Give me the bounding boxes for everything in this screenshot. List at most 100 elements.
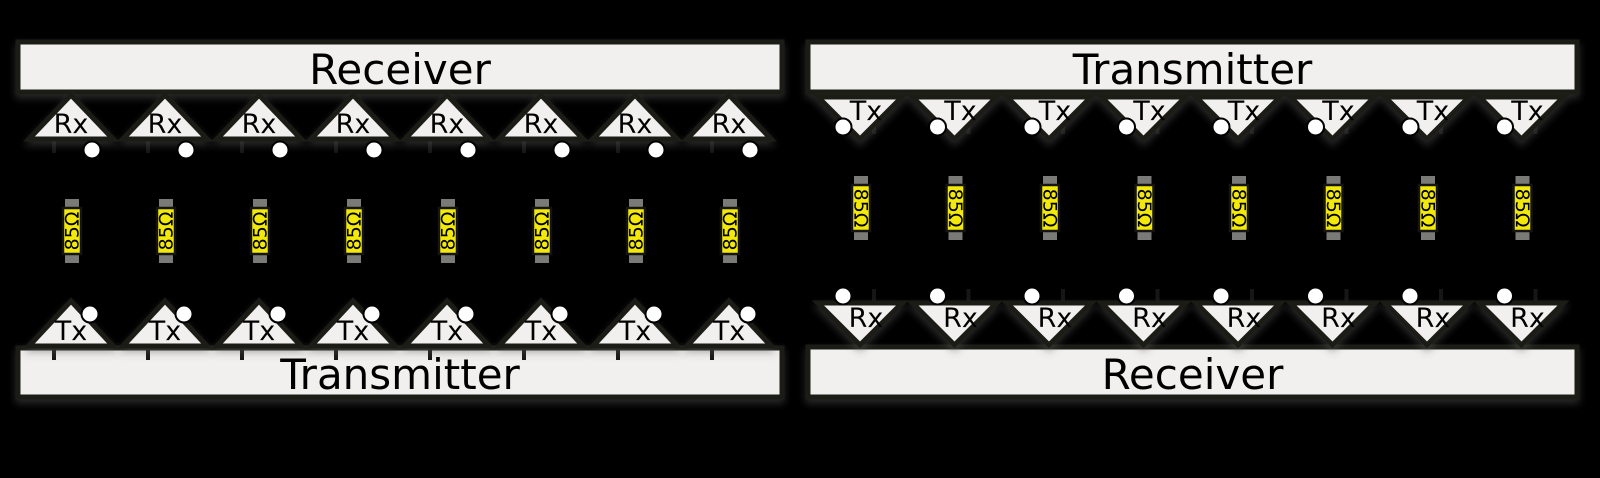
noninverting-terminal-stub [1439, 289, 1443, 303]
rx-amplifier: Rx [906, 286, 1003, 349]
termination-resistor: 85Ω [156, 199, 178, 263]
resistor-body [155, 206, 177, 256]
tx-amplifier: Tx [1095, 94, 1192, 143]
rx-amp-label: Rx [849, 303, 884, 334]
resistor-lead-cap-bottom [441, 254, 455, 263]
inverting-terminal-bubble [644, 304, 664, 324]
resistor-value-label: 85Ω [1038, 189, 1060, 228]
rx-amp-label: Rx [1227, 303, 1262, 334]
resistor-body [719, 206, 741, 256]
resistor-body [437, 206, 459, 256]
noninverting-terminal-stub [710, 346, 714, 360]
rx-amplifier: Rx [211, 91, 307, 160]
receiver-box: Receiver [15, 39, 785, 95]
tx-amplifier: Tx [906, 94, 1003, 143]
resistor-value-label: 85Ω [1416, 189, 1438, 228]
transmitter-box-label: Transmitter [1072, 45, 1313, 94]
tx-amplifier: Tx [117, 297, 213, 360]
resistor-lead-cap-bottom [347, 254, 361, 263]
inverting-terminal-bubble [80, 304, 100, 324]
rx-amp-triangle [1473, 300, 1570, 349]
resistor-lead-cap-top [1515, 176, 1530, 185]
resistor-lead-cap-top [1043, 176, 1057, 185]
resistor-body [61, 206, 83, 256]
tx-amp-triangle [399, 297, 495, 349]
rx-amplifier: Rx [1189, 286, 1287, 349]
noninverting-terminal-stub [428, 139, 432, 153]
resistor-body [1417, 183, 1439, 233]
inverting-terminal-bubble [270, 140, 290, 160]
noninverting-terminal-stub [966, 289, 971, 303]
rx-amplifier: Rx [1378, 286, 1476, 349]
rx-amp-triangle [681, 91, 777, 142]
tx-amp-label: Tx [618, 316, 651, 347]
noninverting-terminal-stub [616, 139, 620, 153]
noninverting-terminal-stub [1533, 289, 1538, 303]
rx-amp-label: Rx [712, 109, 747, 140]
resistor-value-label: 85Ω [1227, 189, 1249, 228]
resistor-lead-cap-top [441, 199, 455, 208]
receiver-box-rect [805, 344, 1580, 400]
tx-amp-triangle [305, 297, 401, 349]
termination-resistor: 85Ω [344, 199, 366, 263]
inverting-terminal-bubble [1495, 117, 1514, 137]
tx-amp-label: Tx [148, 316, 181, 347]
resistor-value-label: 85Ω [250, 212, 272, 251]
rx-amp-triangle [493, 91, 589, 142]
rx-amplifier: Rx [1284, 286, 1381, 349]
resistor-lead-cap-top [1421, 176, 1435, 185]
rx-amp-label: Rx [524, 109, 559, 140]
resistor-value-label: 85Ω [532, 212, 554, 251]
resistor-value-label: 85Ω [438, 212, 460, 251]
resistor-lead-cap-bottom [1515, 231, 1530, 240]
inverting-terminal-bubble [1400, 286, 1420, 306]
resistor-lead-cap-top [65, 199, 79, 208]
tx-amp-label: Tx [712, 316, 745, 347]
rx-amplifier: Rx [1095, 286, 1192, 349]
resistor-value-label: 85Ω [62, 212, 84, 251]
tx-amp-label: Tx [943, 96, 976, 127]
transmitter-box-label: Transmitter [279, 350, 520, 399]
rx-amplifier: Rx [811, 286, 909, 349]
tx-amplifier: Tx [399, 297, 495, 360]
resistor-value-label: 85Ω [720, 212, 742, 251]
resistor-value-label: 85Ω [156, 212, 178, 251]
noninverting-terminal-stub [1061, 289, 1065, 303]
tx-amplifier: Tx [1000, 94, 1098, 143]
receiver-box-label: Receiver [1102, 350, 1284, 399]
resistor-lead-cap-bottom [65, 254, 79, 263]
inverting-terminal-bubble [833, 286, 853, 306]
termination-resistor: 85Ω [944, 176, 966, 240]
noninverting-terminal-stub [616, 346, 620, 360]
inverting-terminal-bubble [1117, 117, 1136, 137]
rx-amp-label: Rx [943, 303, 978, 334]
tx-amp-triangle [1284, 94, 1381, 143]
noninverting-terminal-stub [334, 346, 338, 360]
noninverting-terminal-stub [146, 139, 150, 153]
rx-amplifier: Rx [305, 91, 401, 160]
receiver-box-label: Receiver [309, 45, 491, 94]
resistor-lead-cap-top [253, 199, 267, 208]
resistor-value-label: 85Ω [944, 189, 966, 228]
tx-amp-triangle [906, 94, 1003, 143]
resistor-body [531, 206, 553, 256]
termination-resistor: 85Ω [1322, 176, 1344, 240]
termination-resistor: 85Ω [849, 176, 871, 240]
inverting-terminal-bubble [1306, 117, 1325, 137]
noninverting-terminal-stub [52, 139, 56, 153]
inverting-terminal-bubble [928, 286, 947, 306]
tx-amp-label: Tx [524, 316, 557, 347]
tx-amp-label: Tx [54, 316, 87, 347]
rx-amp-triangle [211, 91, 307, 142]
resistor-body [625, 206, 647, 256]
rx-amp-label: Rx [336, 109, 371, 140]
receiver-box-rect [15, 39, 785, 95]
tx-amp-triangle [587, 297, 683, 349]
inverting-terminal-bubble [1117, 286, 1136, 306]
termination-resistor: 85Ω [62, 199, 84, 263]
resistor-lead-cap-bottom [1421, 231, 1435, 240]
